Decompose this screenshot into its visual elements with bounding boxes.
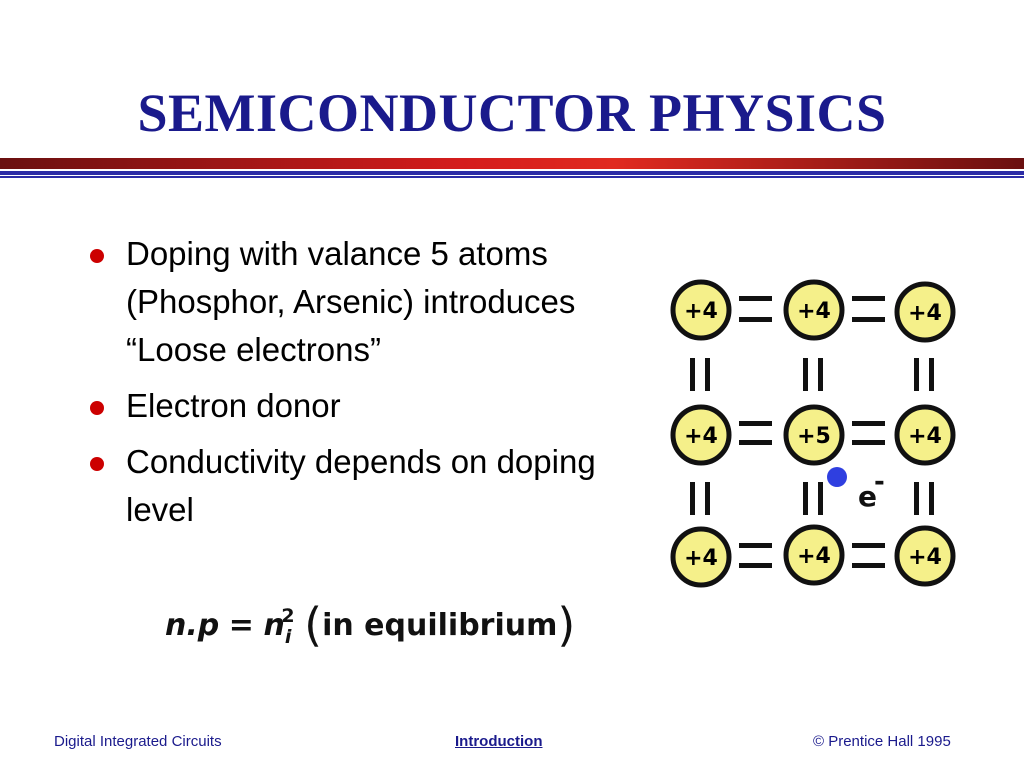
bullet-dot-icon bbox=[90, 401, 104, 415]
bullet-text: Doping with valance 5 atoms (Phosphor, A… bbox=[126, 235, 576, 368]
atom-charge-label: +4 bbox=[684, 299, 718, 324]
bullet-item: Doping with valance 5 atoms (Phosphor, A… bbox=[88, 230, 618, 374]
formula-n: n bbox=[263, 608, 285, 643]
crystal-lattice-diagram: +4 +4 +4 +4 +5 +4 +4 +4 +4 e - bbox=[670, 279, 956, 588]
bond-line bbox=[852, 440, 885, 445]
atom-charge-label: +5 bbox=[797, 424, 831, 449]
dopant-atom: +5 bbox=[783, 404, 845, 466]
formula-equals: = bbox=[228, 608, 254, 643]
atom-charge-label: +4 bbox=[908, 424, 942, 449]
divider-blue-line bbox=[0, 171, 1024, 175]
bullet-item: Conductivity depends on doping level bbox=[88, 438, 618, 534]
electron-charge-label: - bbox=[874, 467, 885, 497]
atom: +4 bbox=[670, 404, 732, 466]
footer-center: Introduction bbox=[455, 733, 543, 750]
atom-charge-label: +4 bbox=[797, 544, 831, 569]
electron-label: e bbox=[858, 480, 877, 513]
atom: +4 bbox=[670, 279, 732, 341]
bullet-dot-icon bbox=[90, 457, 104, 471]
free-electron-icon bbox=[827, 467, 847, 487]
atom-charge-label: +4 bbox=[797, 299, 831, 324]
bond-line bbox=[739, 317, 772, 322]
atom: +4 bbox=[783, 279, 845, 341]
atom: +4 bbox=[894, 525, 956, 587]
atom: +4 bbox=[894, 281, 956, 343]
formula-text: in equilibrium bbox=[322, 608, 558, 643]
atom: +4 bbox=[783, 524, 845, 586]
atom: +4 bbox=[670, 526, 732, 588]
atom-charge-label: +4 bbox=[684, 424, 718, 449]
bond-line bbox=[705, 358, 710, 391]
formula-superscript: 2 bbox=[281, 605, 295, 627]
bond-line bbox=[739, 421, 772, 426]
bond-line bbox=[818, 482, 823, 515]
divider-blue-thin-line bbox=[0, 176, 1024, 178]
footer-left: Digital Integrated Circuits bbox=[54, 733, 222, 750]
footer-right: © Prentice Hall 1995 bbox=[813, 733, 951, 750]
bond-line bbox=[818, 358, 823, 391]
equilibrium-formula: n.p = ni2 (in equilibrium) bbox=[165, 598, 575, 652]
atom: +4 bbox=[894, 404, 956, 466]
formula-subscript: i bbox=[284, 626, 292, 648]
bond-line bbox=[852, 296, 885, 301]
bond-line bbox=[852, 421, 885, 426]
formula-lhs: n.p bbox=[165, 608, 220, 643]
bullet-item: Electron donor bbox=[88, 382, 618, 430]
bullet-dot-icon bbox=[90, 249, 104, 263]
bond-line bbox=[914, 482, 919, 515]
bond-line bbox=[929, 482, 934, 515]
bond-line bbox=[690, 482, 695, 515]
formula-open-paren: ( bbox=[304, 598, 323, 652]
bond-line bbox=[739, 563, 772, 568]
divider-red-line bbox=[0, 158, 1024, 169]
slide-title: SEMICONDUCTOR PHYSICS bbox=[137, 83, 887, 143]
bond-line bbox=[739, 543, 772, 548]
bond-line bbox=[803, 358, 808, 391]
atom-charge-label: +4 bbox=[684, 546, 718, 571]
bond-line bbox=[739, 296, 772, 301]
atom-charge-label: +4 bbox=[908, 545, 942, 570]
atom-charge-label: +4 bbox=[908, 301, 942, 326]
atoms: +4 +4 +4 +4 +5 +4 +4 +4 +4 bbox=[670, 279, 956, 588]
bond-line bbox=[852, 317, 885, 322]
bond-line bbox=[705, 482, 710, 515]
bond-line bbox=[739, 440, 772, 445]
bond-line bbox=[690, 358, 695, 391]
formula-close-paren: ) bbox=[557, 598, 576, 652]
bullet-list: Doping with valance 5 atoms (Phosphor, A… bbox=[88, 230, 618, 542]
bonds bbox=[690, 296, 934, 568]
bond-line bbox=[803, 482, 808, 515]
bullet-text: Electron donor bbox=[126, 387, 341, 424]
bond-line bbox=[852, 543, 885, 548]
bond-line bbox=[852, 563, 885, 568]
bond-line bbox=[914, 358, 919, 391]
bullet-text: Conductivity depends on doping level bbox=[126, 443, 596, 528]
bond-line bbox=[929, 358, 934, 391]
